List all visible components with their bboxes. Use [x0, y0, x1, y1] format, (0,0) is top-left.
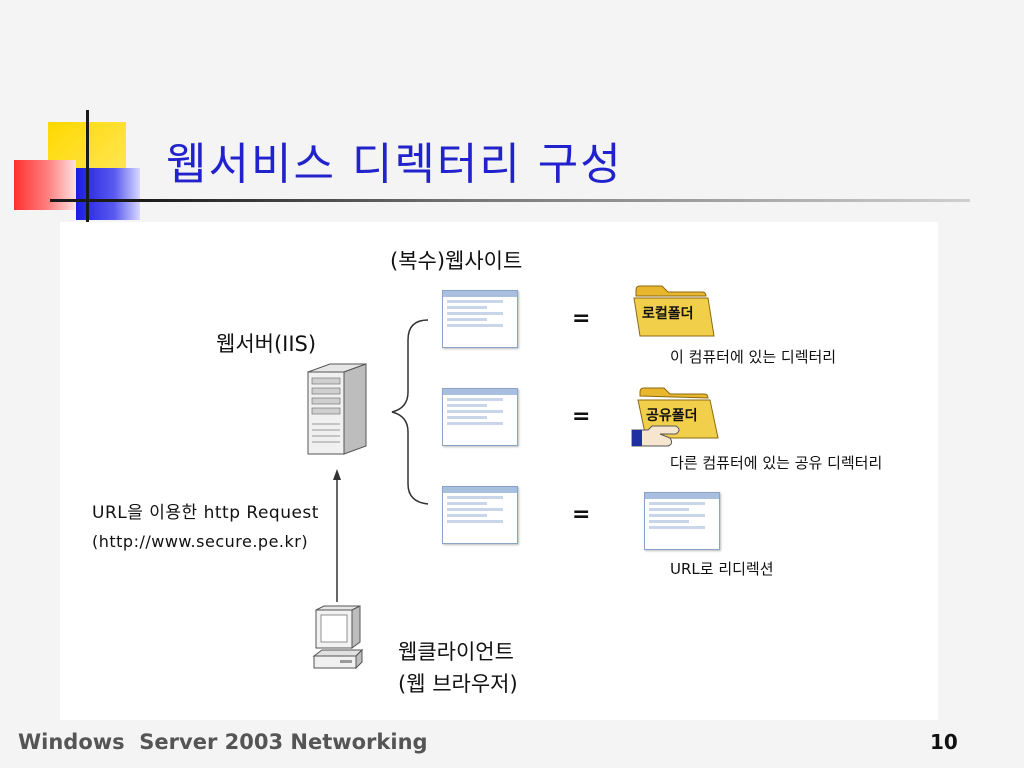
- title-underline: [50, 199, 140, 202]
- websites-bracket: [391, 319, 429, 505]
- website-thumbnail: [442, 290, 518, 348]
- equals-sign: =: [572, 502, 591, 527]
- request-arrow-head: [333, 469, 341, 480]
- equals-sign: =: [572, 404, 591, 429]
- request-url-label: (http://www.secure.pe.kr): [92, 532, 309, 551]
- folder-icon: 로컬폴더: [633, 285, 715, 337]
- shared-folder-label: 공유폴더: [646, 408, 698, 424]
- redirect-caption: URL로 리디렉션: [670, 560, 774, 578]
- local-folder-label: 로컬폴더: [642, 306, 694, 322]
- web-server-label: 웹서버(IIS): [216, 332, 317, 356]
- computer-icon: [312, 605, 364, 670]
- shared-folder-caption: 다른 컴퓨터에 있는 공유 디렉터리: [670, 454, 883, 472]
- title-underline-fade: [140, 199, 970, 202]
- footer-text: Windows Server 2003 Networking: [18, 730, 428, 754]
- shared-folder-icon: 공유폴더: [631, 387, 719, 447]
- page-number: 10: [930, 730, 958, 754]
- web-page-icon: [644, 492, 720, 550]
- website-thumbnail: [442, 486, 518, 544]
- slide-title: 웹서비스 디렉터리 구성: [166, 139, 623, 190]
- decor-vertical-line: [86, 110, 89, 222]
- web-client-label: 웹클라이언트: [398, 640, 514, 664]
- request-label: URL을 이용한 http Request: [92, 503, 319, 523]
- equals-sign: =: [572, 306, 591, 331]
- web-browser-label: (웹 브라우저): [398, 672, 518, 696]
- website-thumbnail: [442, 388, 518, 446]
- websites-label: (복수)웹사이트: [390, 249, 523, 273]
- local-folder-caption: 이 컴퓨터에 있는 디렉터리: [670, 348, 837, 366]
- server-icon: [307, 363, 367, 455]
